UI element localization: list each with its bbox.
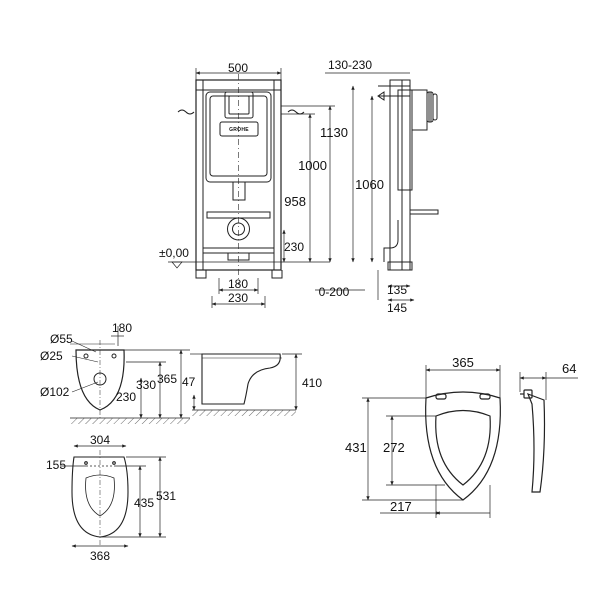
dim-272: 272 [383,440,405,455]
dim-330: 330 [136,378,156,392]
dim-64: 64 [562,361,576,376]
dim-365: 365 [157,372,177,386]
dim-1130: 1130 [320,125,348,140]
dim-1060: 1060 [355,177,384,192]
grohe-logo: GROHE [229,127,249,133]
dim-500 [195,68,282,80]
seat-dims [362,365,501,518]
floor-level-label: ±0,00 [159,246,189,260]
seat-top-view [425,391,501,501]
bowl-side-view [201,353,282,405]
dim-180-bottom: 180 [228,277,248,291]
bowl-rear-view [70,340,125,420]
dim-1000: 1000 [298,158,327,173]
seat-side-view [520,389,546,493]
floor-hatch-2 [192,410,296,416]
frame-side-view [377,79,439,271]
dim-145: 145 [387,301,407,315]
dim-217: 217 [390,499,412,514]
dim-135: 135 [387,283,407,297]
dim-155: 155 [46,458,66,472]
bowl-top-dims [60,444,166,548]
bowl-top-view [71,450,129,545]
dim-180-bowl: 180 [112,321,132,335]
dim-431: 431 [345,440,367,455]
dim-500-label: 500 [228,61,248,75]
frame-front-view [168,74,330,285]
dim-368: 368 [90,549,110,563]
dim-958: 958 [284,194,306,209]
dim-d25: Ø25 [40,349,63,363]
dim-230-bowl: 230 [116,390,136,404]
dim-230-bottom: 230 [228,291,248,305]
dim-304: 304 [90,433,110,447]
dim-d102: Ø102 [40,385,70,399]
dim-47: 47 [182,375,196,389]
dim-531: 531 [156,489,176,503]
floor-marks [171,229,286,269]
dim-410: 410 [302,376,322,390]
dim-230-right: 230 [284,240,304,254]
bowl-side-dims [190,353,302,411]
dim-365-seat: 365 [452,355,474,370]
height-dims [281,85,374,263]
dim-0-200: 0-200 [319,285,350,299]
side-dims [315,72,415,302]
dim-d55: Ø55 [50,332,73,346]
dim-435: 435 [134,496,154,510]
seat-side-dims [519,372,578,400]
bottom-dims [211,278,266,308]
dim-130-230: 130-230 [328,58,372,72]
floor-hatch [70,418,190,424]
